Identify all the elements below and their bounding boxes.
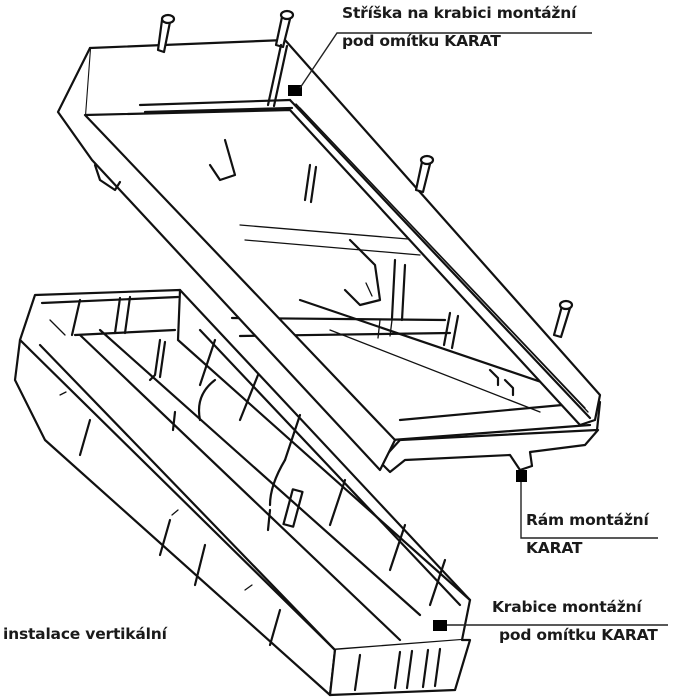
screw-2 xyxy=(266,9,295,108)
screws xyxy=(156,9,574,339)
label-roof-line1: Stříška na krabici montážní xyxy=(342,4,577,22)
label-box-line2: pod omítku KARAT xyxy=(499,626,658,644)
leader-roof xyxy=(288,32,592,96)
screw-4 xyxy=(552,299,574,339)
roof-cover xyxy=(56,38,602,472)
label-roof-line2: pod omítku KARAT xyxy=(342,32,501,50)
marker-box xyxy=(433,620,447,631)
leader-box xyxy=(433,620,668,631)
orientation-note: instalace vertikální xyxy=(3,625,167,643)
leader-frame xyxy=(516,470,658,539)
marker-frame xyxy=(516,470,527,482)
label-box-line1: Krabice montážní xyxy=(492,598,642,616)
mounting-frame xyxy=(208,138,602,474)
marker-roof xyxy=(288,85,302,96)
mounting-box xyxy=(13,288,472,697)
screw-1 xyxy=(156,13,176,54)
label-frame-line2: KARAT xyxy=(526,539,583,557)
screw-3 xyxy=(414,154,435,194)
label-frame-line1: Rám montážní xyxy=(526,511,649,529)
